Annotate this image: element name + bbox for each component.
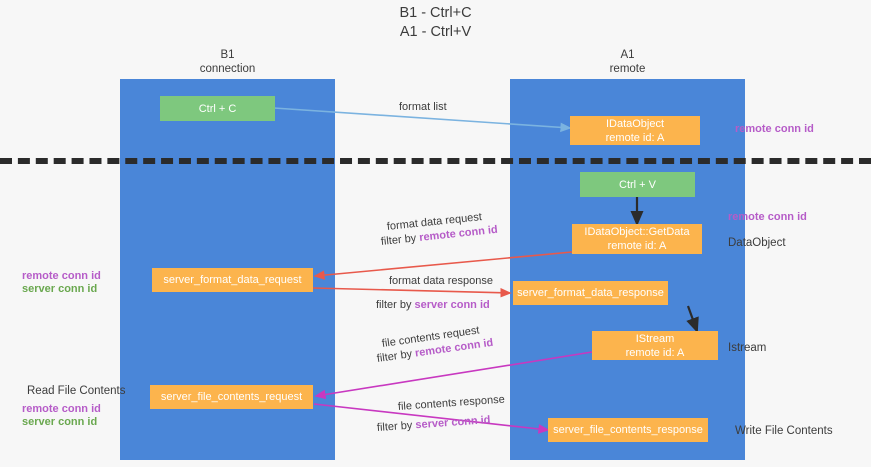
- node-server-format-data-response-label: server_format_data_response: [517, 287, 664, 299]
- edge-label-filter-server-conn-1: filter by server conn id: [376, 298, 490, 313]
- lane-header-b1-name: B1: [220, 49, 235, 61]
- server-conn-id-text-2: server conn id: [414, 414, 491, 432]
- node-idataobject-remote-id: remote id: A: [605, 131, 665, 144]
- node-server-file-contents-request[interactable]: server_file_contents_request: [150, 385, 313, 409]
- lane-header-b1: B1 connection: [120, 48, 335, 76]
- lane-header-a1-subtitle: remote: [609, 63, 646, 75]
- phase-divider: [0, 158, 871, 164]
- filter-by-text-3: filter by: [376, 348, 413, 365]
- edge-label-filter-server-conn-2: filter by server conn id: [376, 413, 491, 436]
- lane-header-a1: A1 remote: [510, 48, 745, 76]
- label-left-remote-conn-id-1: remote conn id: [22, 270, 101, 282]
- edge-label-format-data-response: format data response: [389, 275, 493, 287]
- node-server-file-contents-request-label: server_file_contents_request: [160, 391, 303, 403]
- edge-label-file-contents-response: file contents response: [397, 393, 506, 413]
- diagram-title: B1 - Ctrl+C A1 - Ctrl+V: [0, 4, 871, 42]
- node-ctrl-v-label: Ctrl + V: [619, 178, 656, 191]
- node-idataobject-label: IDataObject: [605, 117, 665, 130]
- node-istream[interactable]: IStream remote id: A: [592, 331, 718, 360]
- annotation-read-file-contents: Read File Contents: [27, 385, 126, 397]
- title-line-1: B1 - Ctrl+C: [399, 5, 472, 21]
- node-getdata[interactable]: IDataObject::GetData remote id: A: [572, 224, 702, 254]
- node-ctrl-v[interactable]: Ctrl + V: [580, 172, 695, 197]
- node-server-file-contents-response[interactable]: server_file_contents_response: [548, 418, 708, 442]
- node-idataobject[interactable]: IDataObject remote id: A: [570, 116, 700, 145]
- label-left-remote-conn-id-2: remote conn id: [22, 403, 101, 415]
- node-istream-remote-id: remote id: A: [625, 346, 685, 359]
- node-getdata-remote-id: remote id: A: [607, 240, 667, 252]
- label-left-server-conn-id-2: server conn id: [22, 416, 98, 428]
- filter-by-text-2: filter by: [376, 299, 412, 311]
- node-ctrl-c-label: Ctrl + C: [198, 102, 237, 115]
- label-remote-conn-id-mid: remote conn id: [728, 211, 807, 223]
- edge-label-format-list: format list: [399, 101, 447, 113]
- server-conn-id-text-1: server conn id: [414, 299, 490, 311]
- filter-by-text-1: filter by: [380, 232, 417, 248]
- annotation-istream: Istream: [728, 342, 767, 354]
- node-server-format-data-request-label: server_format_data_request: [163, 274, 302, 286]
- label-left-server-conn-id-1: server conn id: [22, 283, 98, 295]
- node-server-format-data-response[interactable]: server_format_data_response: [513, 281, 668, 305]
- node-ctrl-c[interactable]: Ctrl + C: [160, 96, 275, 121]
- node-getdata-label: IDataObject::GetData: [584, 226, 690, 238]
- node-istream-label: IStream: [635, 332, 675, 345]
- lane-header-b1-subtitle: connection: [199, 63, 256, 75]
- label-remote-conn-id-top: remote conn id: [735, 123, 814, 135]
- annotation-dataobject: DataObject: [728, 237, 786, 249]
- node-server-format-data-request[interactable]: server_format_data_request: [152, 268, 313, 292]
- lane-header-a1-name: A1: [620, 49, 635, 61]
- title-line-2: A1 - Ctrl+V: [399, 24, 472, 40]
- node-server-file-contents-response-label: server_file_contents_response: [553, 424, 703, 436]
- annotation-write-file-contents: Write File Contents: [735, 425, 833, 437]
- filter-by-text-4: filter by: [376, 419, 413, 434]
